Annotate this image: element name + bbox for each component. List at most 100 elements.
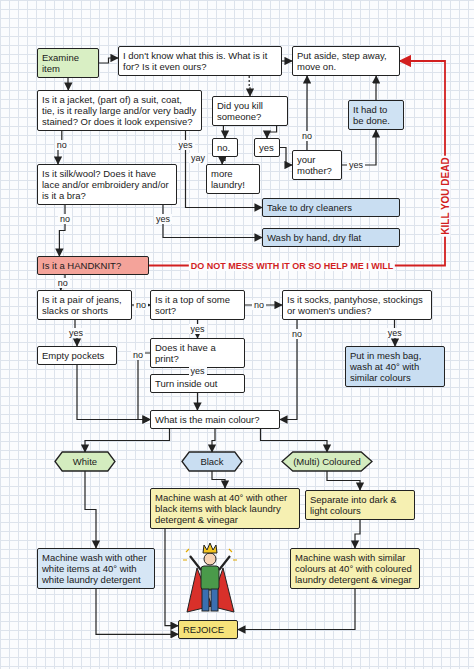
node-text: Examine item — [42, 52, 94, 74]
node-text: Is it a top of some sort? — [155, 294, 240, 316]
flow-arrow — [138, 353, 150, 420]
node-text: Machine wash with similar colours at 40°… — [295, 552, 415, 585]
process-box: Take to dry cleaners — [262, 198, 400, 217]
edge-label: yes — [188, 324, 206, 334]
edge-label: no — [55, 140, 69, 150]
flow-arrow — [212, 429, 215, 452]
process-box: Machine wash with similar colours at 40°… — [290, 548, 420, 589]
flow-arrow — [375, 76, 376, 100]
question-box: I don't know what this is. What is it fo… — [118, 46, 282, 76]
edge-label: no — [252, 300, 266, 310]
node-text: Does it have a print? — [155, 342, 240, 364]
process-box: Separate into dark & light colours — [305, 490, 415, 520]
question-box: Is it a jacket, (part of) a suit, coat, … — [37, 90, 202, 131]
edge-label: yes — [67, 328, 85, 338]
flow-arrow — [59, 205, 65, 256]
end-box: REJOICE — [178, 620, 238, 639]
colour-hexagon: White — [55, 452, 115, 471]
flow-arrow — [85, 471, 96, 548]
flow-arrow — [85, 429, 170, 452]
edge-label: yes — [188, 366, 206, 376]
flow-arrow — [249, 76, 251, 96]
question-box: Did you kill someone? — [212, 96, 288, 126]
node-text: What is the main colour? — [155, 414, 275, 425]
answer-box: yes — [254, 138, 280, 157]
flow-arrow — [96, 589, 178, 634]
node-text: Is it silk/wool? Does it have lace and/o… — [42, 168, 172, 201]
question-box: Is it a HANDKNIT? — [37, 256, 149, 275]
node-text: Turn inside out — [155, 378, 240, 389]
flow-arrow — [186, 131, 263, 208]
flow-arrow — [223, 126, 225, 138]
node-text: yes — [259, 142, 275, 153]
node-text: more laundry! — [211, 168, 255, 190]
node-text: Is it a jacket, (part of) a suit, coat, … — [42, 94, 197, 127]
question-box: Is it a top of some sort? — [150, 290, 245, 320]
process-box: Machine wash at 40° with other black ite… — [150, 488, 300, 529]
process-box: Wash by hand, dry flat — [262, 228, 400, 247]
edge-label: yay — [189, 153, 207, 163]
process-box: It had to be done. — [348, 100, 404, 130]
warning-text: KILL YOU DEAD — [440, 155, 451, 236]
node-text: Machine wash at 40° with other black ite… — [155, 492, 295, 525]
colour-hexagon: Black — [182, 452, 242, 471]
edge-label: yes — [176, 140, 194, 150]
question-box: your mother? — [292, 150, 342, 180]
question-box: What is the main colour? — [150, 410, 280, 429]
edge-label: no — [58, 214, 72, 224]
edge-label: no — [300, 131, 314, 141]
node-text: It had to be done. — [353, 104, 399, 126]
edge-label: yes — [386, 328, 404, 338]
flow-arrow — [282, 60, 292, 61]
edge-label: no — [56, 278, 70, 288]
edge-label: no — [290, 329, 304, 339]
flow-arrow — [267, 126, 277, 138]
edge-label: no — [134, 300, 148, 310]
process-box: Put in mesh bag, wash at 40° with simila… — [345, 346, 445, 387]
flow-arrow — [165, 529, 178, 626]
question-box: Does it have a print? — [150, 338, 245, 368]
node-text: Put aside, step away, move on. — [297, 50, 395, 72]
flow-arrow — [163, 205, 262, 238]
node-text: (Multi) Coloured — [290, 456, 364, 467]
flow-arrow — [327, 471, 360, 490]
node-text: Empty pockets — [42, 350, 112, 361]
node-text: Wash by hand, dry flat — [267, 232, 395, 243]
edge-label: yes — [154, 214, 172, 224]
process-box: Empty pockets — [37, 346, 117, 365]
edge-label: no — [131, 350, 145, 360]
node-text: Is it socks, pantyhose, stockings or wom… — [287, 294, 427, 316]
question-box: Is it silk/wool? Does it have lace and/o… — [37, 164, 177, 205]
answer-box: no. — [212, 138, 238, 157]
flow-arrow — [197, 393, 198, 410]
start-box: Examine item — [37, 48, 99, 78]
node-text: Take to dry cleaners — [267, 202, 395, 213]
flow-arrow — [99, 58, 118, 63]
node-text: REJOICE — [183, 624, 233, 635]
flow-arrow — [280, 148, 292, 166]
process-box: Machine wash with other white items at 4… — [37, 548, 155, 589]
node-text: I don't know what this is. What is it fo… — [123, 50, 277, 72]
superhero-figure — [183, 543, 237, 612]
node-text: Put in mesh bag, wash at 40° with simila… — [350, 350, 440, 383]
question-box: Is it a pair of jeans, slacks or shorts — [37, 290, 132, 320]
process-box: Turn inside out — [150, 374, 245, 393]
process-box: more laundry! — [206, 164, 260, 194]
flow-arrow — [222, 157, 225, 164]
node-text: Separate into dark & light colours — [310, 494, 410, 516]
node-text: Did you kill someone? — [217, 100, 283, 122]
edge-label: yes — [347, 160, 365, 170]
colour-hexagon: (Multi) Coloured — [282, 452, 372, 471]
question-box: Is it socks, pantyhose, stockings or wom… — [282, 290, 432, 320]
flow-arrow — [212, 471, 225, 488]
process-box: Put aside, step away, move on. — [292, 46, 400, 76]
flow-arrow — [238, 589, 355, 630]
flow-arrow — [355, 520, 360, 548]
flow-arrow — [261, 429, 328, 452]
node-text: Black — [190, 456, 234, 467]
edge-label: DO NOT MESS WITH IT OR SO HELP ME I WILL — [189, 261, 395, 271]
node-text: your mother? — [297, 154, 337, 176]
node-text: no. — [217, 142, 233, 153]
node-text: Is it a pair of jeans, slacks or shorts — [42, 294, 127, 316]
node-text: Is it a HANDKNIT? — [42, 260, 144, 271]
